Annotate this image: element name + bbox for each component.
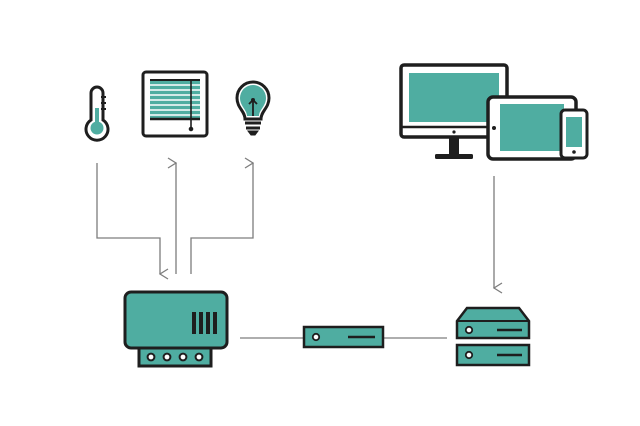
connector-thermometer-to-gateway	[96, 163, 160, 274]
gateway-hub-icon	[123, 290, 229, 368]
connectors	[96, 163, 494, 339]
smartphone-icon	[559, 108, 589, 160]
server-icon	[455, 306, 531, 367]
thermometer-icon	[84, 85, 110, 142]
light-bulb-icon	[235, 80, 271, 136]
desktop-monitor-icon	[399, 63, 509, 159]
connector-gateway-to-bulb	[190, 163, 253, 274]
network-switch-icon	[302, 325, 385, 349]
tablet-icon	[486, 95, 578, 161]
window-blinds-icon	[141, 70, 209, 138]
